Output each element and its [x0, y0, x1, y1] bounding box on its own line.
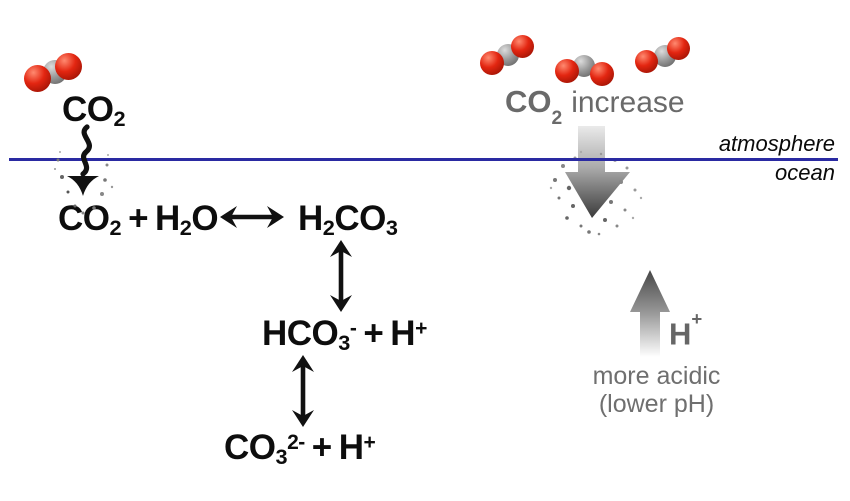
co2-label: CO2 [62, 90, 126, 130]
oxygen-atom-sphere [555, 59, 579, 83]
h-plus-up-arrow-icon [622, 266, 678, 365]
ocean-label: ocean [775, 160, 835, 185]
co2-flux-down-arrow-icon [545, 124, 650, 243]
h-plus-formula: H [338, 428, 364, 467]
oxygen-atom-sphere [55, 53, 82, 80]
hco3-formula: HCO [262, 314, 339, 353]
h2o-formula: H [155, 199, 180, 238]
oxygen-atom-sphere [511, 35, 534, 58]
plus-charge: + [691, 307, 703, 329]
equilibrium-arrow-vertical-2-icon [284, 355, 322, 432]
plus-sign: + [311, 428, 332, 467]
co2-molecule-icon [480, 35, 536, 75]
atmosphere-ocean-boundary-line [9, 158, 838, 161]
oxygen-atom-sphere [480, 51, 504, 75]
equilibrium-arrow-horizontal-icon [220, 204, 284, 235]
co2-subscript: 2 [113, 106, 126, 132]
lower-ph-label: (lower pH) [598, 390, 715, 418]
dissolution-speckles [54, 151, 114, 215]
dissolving-wavy-arrow-icon [50, 122, 120, 223]
atmosphere-label: atmosphere [718, 131, 835, 156]
equilibrium-arrow-vertical-1-icon [322, 240, 360, 317]
equation-bicarbonate: HCO3-+H+ [262, 314, 427, 356]
oxygen-atom-sphere [635, 50, 658, 73]
more-acidic-label: more acidic [592, 362, 721, 390]
co2-molecule-icon [635, 37, 693, 75]
h2co3-formula: H [298, 199, 323, 238]
plus-charge: + [415, 316, 427, 340]
h-plus-label: H+ [669, 307, 703, 352]
h-plus-formula: H [390, 314, 416, 353]
equation-dissolution-right: H2CO3 [298, 199, 398, 241]
co2-molecule-icon [555, 54, 615, 88]
plus-sign: + [363, 314, 384, 353]
co2-formula: CO [62, 90, 114, 129]
oxygen-atom-sphere [590, 62, 614, 86]
plus-charge: + [363, 430, 376, 454]
minus-charge: - [349, 316, 357, 340]
oxygen-atom-sphere [667, 37, 690, 60]
two-minus-charge: 2- [287, 430, 305, 454]
co2-formula: CO [58, 199, 110, 238]
co2-molecule-icon [24, 52, 86, 96]
co3-formula: CO [224, 428, 276, 467]
equation-carbonate: CO32-+H+ [224, 428, 376, 470]
plus-sign: + [128, 199, 149, 238]
equation-dissolution-left: CO2+H2O [58, 199, 219, 241]
oxygen-atom-sphere [24, 65, 51, 92]
